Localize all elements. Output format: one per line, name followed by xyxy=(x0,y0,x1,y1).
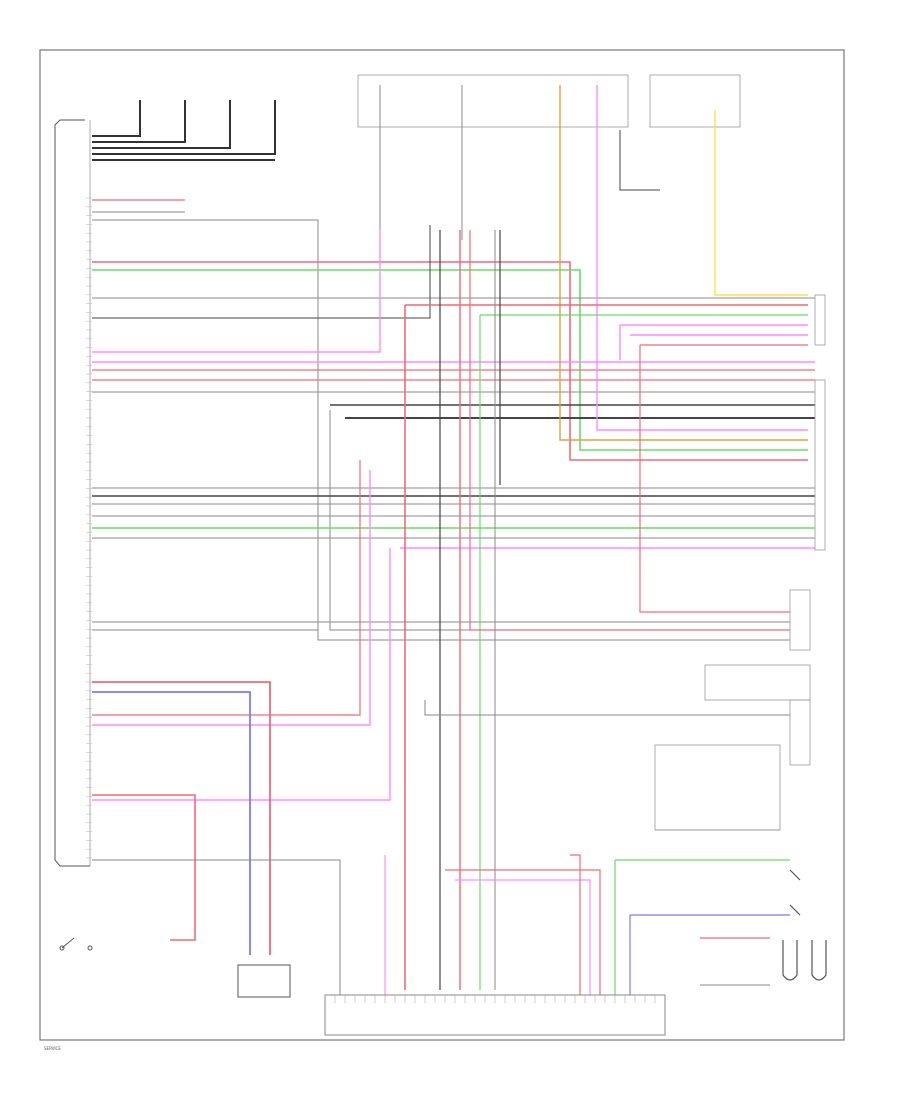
wire-red xyxy=(92,261,808,461)
wire-blue xyxy=(92,691,251,955)
wire-red xyxy=(92,460,361,716)
wire-orange xyxy=(559,85,808,441)
page-code: SERVICE xyxy=(44,1046,61,1051)
wire-red xyxy=(639,344,808,613)
wire-red xyxy=(404,304,808,990)
wire-yellow xyxy=(714,110,808,296)
bottom-junction-connector xyxy=(324,994,666,1036)
ecm-pin-labels xyxy=(86,197,92,859)
wire-dark xyxy=(92,225,431,319)
wire-dark xyxy=(619,130,660,191)
relay-box xyxy=(654,744,781,831)
ecm-connector-block xyxy=(54,119,92,867)
wire-harness xyxy=(92,85,815,995)
top-relay-box xyxy=(357,74,741,128)
wire-red xyxy=(445,869,601,995)
wire-pink xyxy=(92,470,371,726)
wire-pink xyxy=(619,324,808,360)
wire-green xyxy=(479,314,808,990)
diagram-frame xyxy=(39,49,845,1041)
top-left-components xyxy=(92,100,276,161)
wire-pink xyxy=(455,879,591,995)
right-connector-lower xyxy=(704,589,811,766)
wire-red xyxy=(92,681,271,955)
wire-gray xyxy=(92,219,790,641)
wire-green xyxy=(92,269,808,451)
wire-pink xyxy=(92,230,381,353)
wire-gray xyxy=(329,410,790,631)
wire-pink xyxy=(596,85,808,431)
right-connector-upper xyxy=(814,294,826,551)
wire-red xyxy=(570,854,581,995)
wire-red xyxy=(469,230,790,631)
wire-gray xyxy=(92,859,341,995)
bottom-center-component xyxy=(237,964,291,998)
bottom-right-relay xyxy=(782,869,827,981)
wire-red xyxy=(92,794,196,941)
bottom-left-switch xyxy=(59,937,93,951)
wire-gray xyxy=(424,700,790,716)
wire-pink xyxy=(92,548,391,801)
